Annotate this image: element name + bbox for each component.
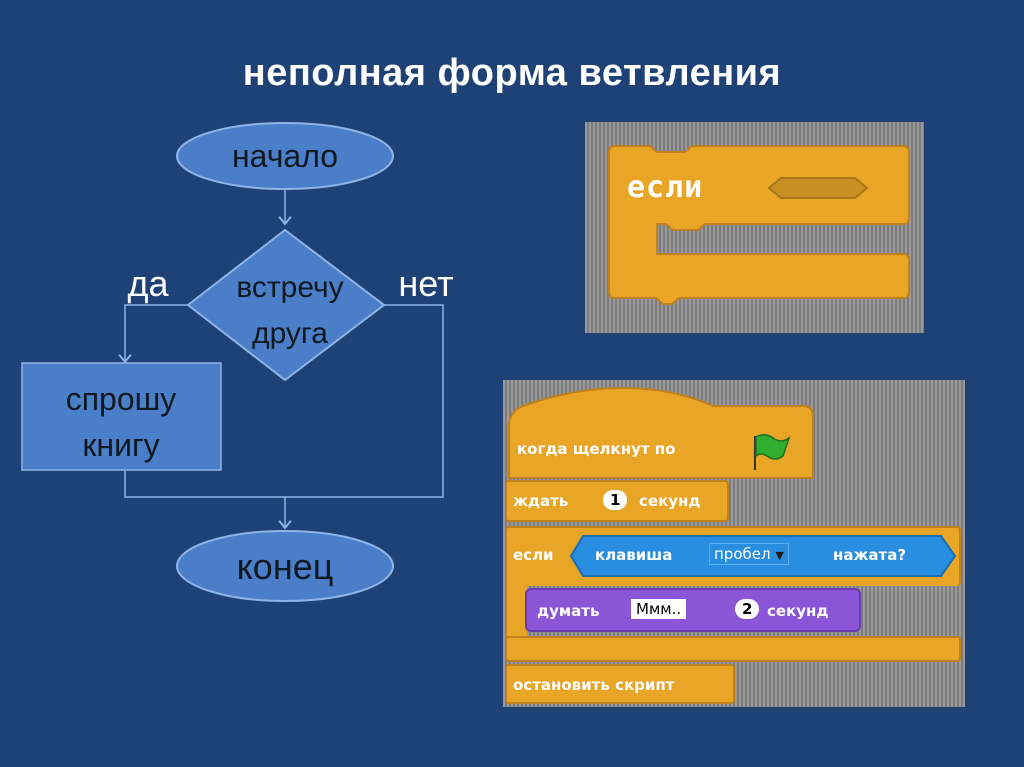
wait-seconds-input[interactable]: 1 [603,490,628,510]
if-label: если [513,546,554,564]
green-flag-icon [747,432,791,476]
action-label-line1: спрошу [66,381,177,417]
key-pressed-block[interactable]: клавиша пробел ▼ нажата? [569,534,957,578]
scratch-if-block-panel: если [585,122,924,333]
scratch-if-block [608,145,910,305]
connector-yes-branch [125,304,188,362]
hat-block-label: когда щелкнут по [517,440,676,458]
action-label-line2: книгу [82,427,159,463]
wait-suffix-label: секунд [639,492,701,510]
condition-label-line1: встречу [236,271,343,304]
no-label: нет [398,263,453,304]
pressed-label: нажата? [833,546,907,564]
stop-script-block[interactable]: остановить скрипт [505,664,735,704]
if-block-arm [505,584,527,646]
hat-block[interactable]: когда щелкнут по [509,426,813,478]
think-suffix-label: секунд [767,602,829,620]
think-label: думать [537,602,600,620]
connector-no-branch [285,304,444,498]
action-node [21,362,222,471]
end-node [176,530,394,602]
think-seconds-input[interactable]: 2 [735,599,760,619]
end-node-label: конец [237,546,334,587]
key-dropdown-value: пробел [714,545,771,563]
chevron-down-icon: ▼ [775,549,784,562]
slide-title: неполная форма ветвления [242,52,782,94]
stop-label: остановить скрипт [513,676,675,694]
think-text-input[interactable]: Ммм.. [631,599,687,619]
key-label: клавиша [595,546,673,564]
if-block-bottom [505,636,961,662]
think-block[interactable]: думать Ммм.. 2 секунд [525,588,861,632]
wait-label: ждать [513,492,569,510]
start-node [176,122,394,190]
key-dropdown[interactable]: пробел ▼ [709,543,789,565]
hat-block-shape [508,386,814,479]
condition-label-line2: друга [252,317,328,350]
scratch-script-panel: когда щелкнут по ждать 1 секунд если кла… [503,380,965,707]
connector-action-merge [124,471,285,498]
condition-node [186,228,386,382]
wait-block[interactable]: ждать 1 секунд [505,480,729,522]
scratch-if-label: если [627,170,704,205]
start-node-label: начало [232,138,338,174]
yes-label: да [127,263,169,304]
